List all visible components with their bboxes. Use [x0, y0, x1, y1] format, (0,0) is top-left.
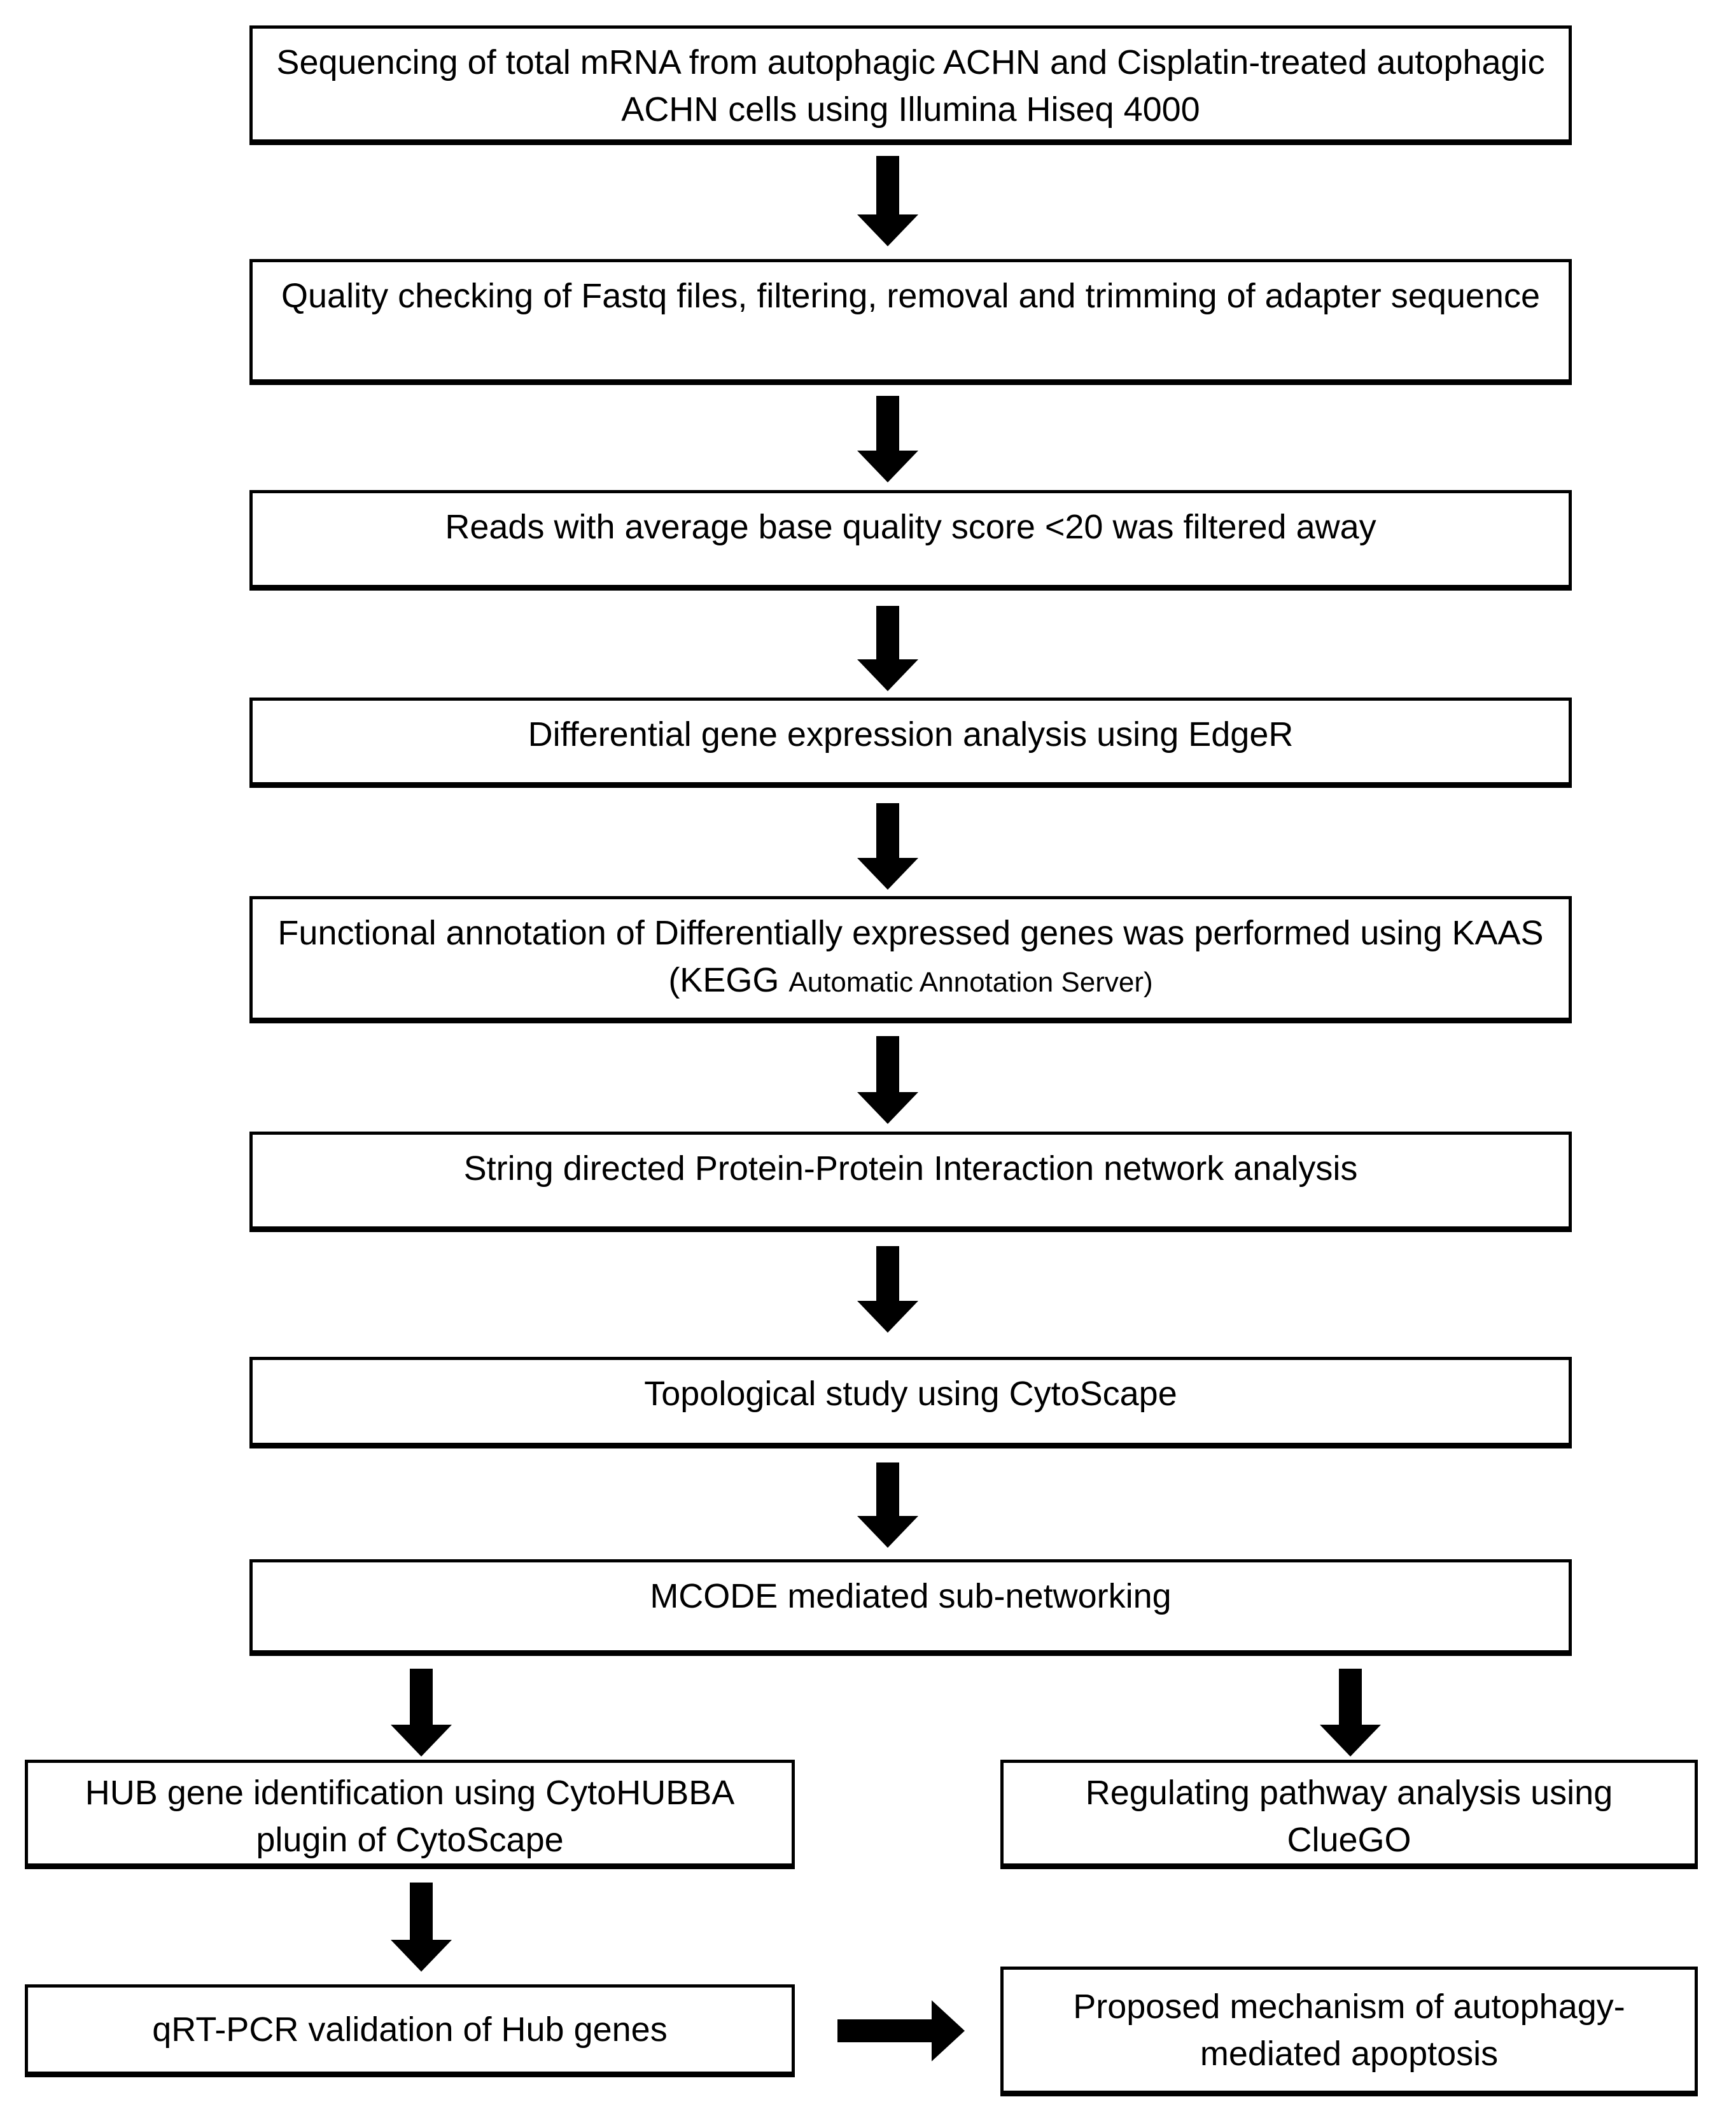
arrow-shaft — [876, 606, 899, 659]
arrow-head — [857, 1301, 918, 1333]
flow-step-cluego: Regulating pathway analysis using ClueGO — [1000, 1760, 1698, 1869]
flow-step-functional-annotation: Functional annotation of Differentially … — [249, 896, 1572, 1023]
arrow-head — [857, 1092, 918, 1124]
arrow-head — [857, 214, 918, 246]
arrow-head — [1320, 1725, 1381, 1757]
arrow-shaft — [876, 1036, 899, 1092]
arrow-down-icon — [857, 1462, 918, 1548]
functional-annotation-small-text: Automatic Annotation Server) — [788, 967, 1153, 998]
flow-step-proposed-mechanism: Proposed mechanism of autophagy-mediated… — [1000, 1967, 1698, 2096]
flow-step-quality-checking: Quality checking of Fastq files, filteri… — [249, 259, 1572, 385]
flow-step-qrt-pcr: qRT-PCR validation of Hub genes — [25, 1984, 795, 2077]
flow-step-cluego-label: Regulating pathway analysis using ClueGO — [1085, 1774, 1613, 1859]
flow-step-mcode-label: MCODE mediated sub-networking — [650, 1577, 1172, 1615]
flow-step-read-filtering-label: Reads with average base quality score <2… — [445, 508, 1376, 546]
arrow-down-icon — [857, 1036, 918, 1124]
functional-annotation-main-text: Functional annotation of Differentially … — [277, 914, 1544, 999]
flow-step-ppi-network-label: String directed Protein-Protein Interact… — [463, 1149, 1358, 1188]
arrow-shaft — [876, 1246, 899, 1301]
arrow-down-icon — [857, 803, 918, 890]
flow-step-ppi-network: String directed Protein-Protein Interact… — [249, 1132, 1572, 1232]
arrow-down-icon — [857, 156, 918, 246]
flow-step-hub-gene-label: HUB gene identification using CytoHUBBA … — [85, 1774, 735, 1859]
flow-step-topological-study-label: Topological study using CytoScape — [644, 1375, 1177, 1413]
arrow-head — [857, 451, 918, 482]
flow-step-topological-study: Topological study using CytoScape — [249, 1357, 1572, 1448]
arrow-head — [932, 2000, 965, 2061]
arrow-down-icon — [857, 396, 918, 482]
arrow-shaft — [837, 2019, 932, 2042]
arrow-head — [857, 858, 918, 890]
arrow-shaft — [876, 156, 899, 214]
arrow-head — [857, 1516, 918, 1548]
flow-step-dge-analysis-label: Differential gene expression analysis us… — [528, 715, 1294, 754]
arrow-down-icon — [857, 606, 918, 691]
flow-step-quality-checking-label: Quality checking of Fastq files, filteri… — [281, 277, 1540, 315]
arrow-head — [391, 1940, 452, 1972]
arrow-down-icon — [857, 1246, 918, 1333]
flow-step-sequencing-label: Sequencing of total mRNA from autophagic… — [276, 43, 1545, 129]
arrow-down-icon — [391, 1669, 452, 1757]
arrow-head — [857, 659, 918, 691]
arrow-shaft — [1339, 1669, 1362, 1725]
flow-step-hub-gene: HUB gene identification using CytoHUBBA … — [25, 1760, 795, 1869]
arrow-shaft — [410, 1883, 433, 1940]
arrow-shaft — [876, 1462, 899, 1516]
arrow-right-icon — [837, 2000, 965, 2061]
flow-step-qrt-pcr-label: qRT-PCR validation of Hub genes — [152, 2010, 668, 2049]
flow-step-proposed-mechanism-label: Proposed mechanism of autophagy-mediated… — [1073, 1988, 1625, 2073]
arrow-head — [391, 1725, 452, 1757]
arrow-down-icon — [1320, 1669, 1381, 1757]
flow-step-read-filtering: Reads with average base quality score <2… — [249, 490, 1572, 591]
arrow-shaft — [876, 396, 899, 451]
flow-step-sequencing: Sequencing of total mRNA from autophagic… — [249, 25, 1572, 145]
flow-step-dge-analysis: Differential gene expression analysis us… — [249, 698, 1572, 788]
arrow-down-icon — [391, 1883, 452, 1972]
arrow-shaft — [876, 803, 899, 858]
flow-step-functional-annotation-label: Functional annotation of Differentially … — [272, 909, 1550, 1006]
arrow-shaft — [410, 1669, 433, 1725]
flow-step-mcode: MCODE mediated sub-networking — [249, 1559, 1572, 1656]
